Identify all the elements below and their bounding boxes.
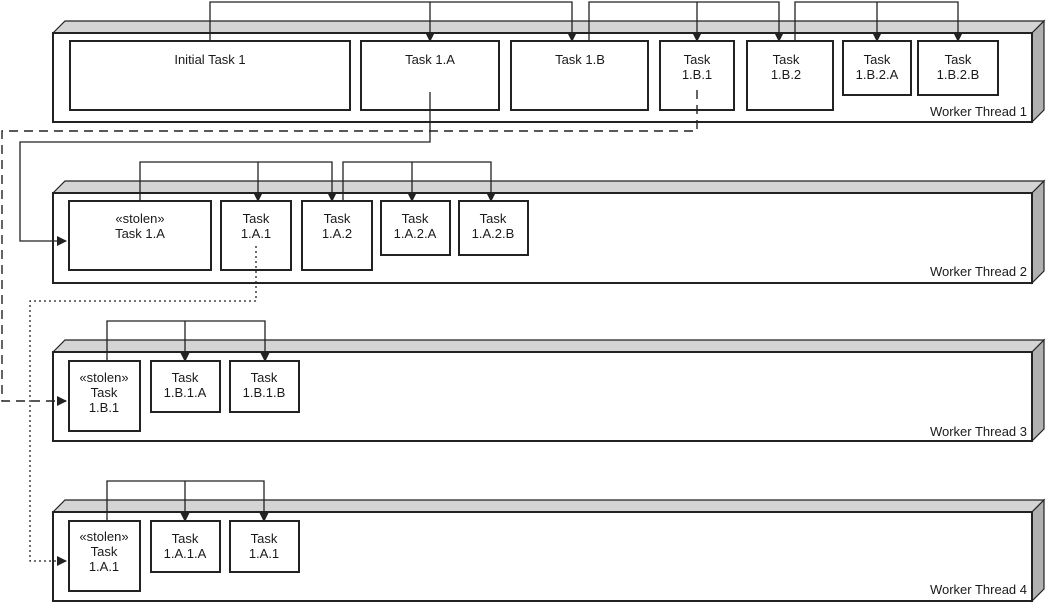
fork-1a2-to-1a2b	[412, 161, 496, 202]
task-stolen-1a: «stolen»Task 1.A	[68, 200, 212, 271]
steal-link-1b1	[1, 90, 698, 406]
steal-link-1a	[19, 92, 431, 246]
fork-initial-to-1a	[209, 1, 435, 42]
fork-stolen1a-to-1a2	[258, 161, 337, 202]
fork-1b2-to-1b2a	[794, 1, 882, 42]
fork-stolen1a1-to-1a1	[185, 480, 269, 522]
fork-1a2-to-1a2a	[342, 161, 417, 202]
svg-text:Initial Task 1: Initial Task 1	[174, 52, 245, 67]
svg-text:«stolen»Task 1.A: «stolen»Task 1.A	[115, 211, 165, 241]
svg-text:Task 1.B: Task 1.B	[555, 52, 605, 67]
thread-bar-2: Worker Thread 2	[51, 179, 1046, 285]
fork-1b-to-1b2	[697, 1, 784, 42]
thread-label-1: Worker Thread 1	[930, 104, 1027, 119]
fork-connectors	[106, 1, 963, 522]
fork-1b2-to-1b2b	[877, 1, 963, 42]
steal-link-1a1	[29, 246, 257, 566]
svg-text:Task 1.A: Task 1.A	[405, 52, 455, 67]
fork-stolen1a1-to-1a1a	[106, 480, 190, 522]
thread-label-2: Worker Thread 2	[930, 264, 1027, 279]
thread-label-4: Worker Thread 4	[930, 582, 1027, 597]
fork-stolen1b1-to-1b1a	[106, 320, 190, 362]
fork-1b-to-1b1	[588, 1, 702, 42]
fork-stolen1a-to-1a1	[139, 161, 263, 202]
task-initial-1: Initial Task 1	[69, 40, 351, 111]
fork-initial-to-1b	[430, 1, 577, 42]
fork-stolen1b1-to-1b1b	[185, 320, 270, 362]
thread-label-3: Worker Thread 3	[930, 424, 1027, 439]
task-1b: Task 1.B	[510, 40, 649, 111]
